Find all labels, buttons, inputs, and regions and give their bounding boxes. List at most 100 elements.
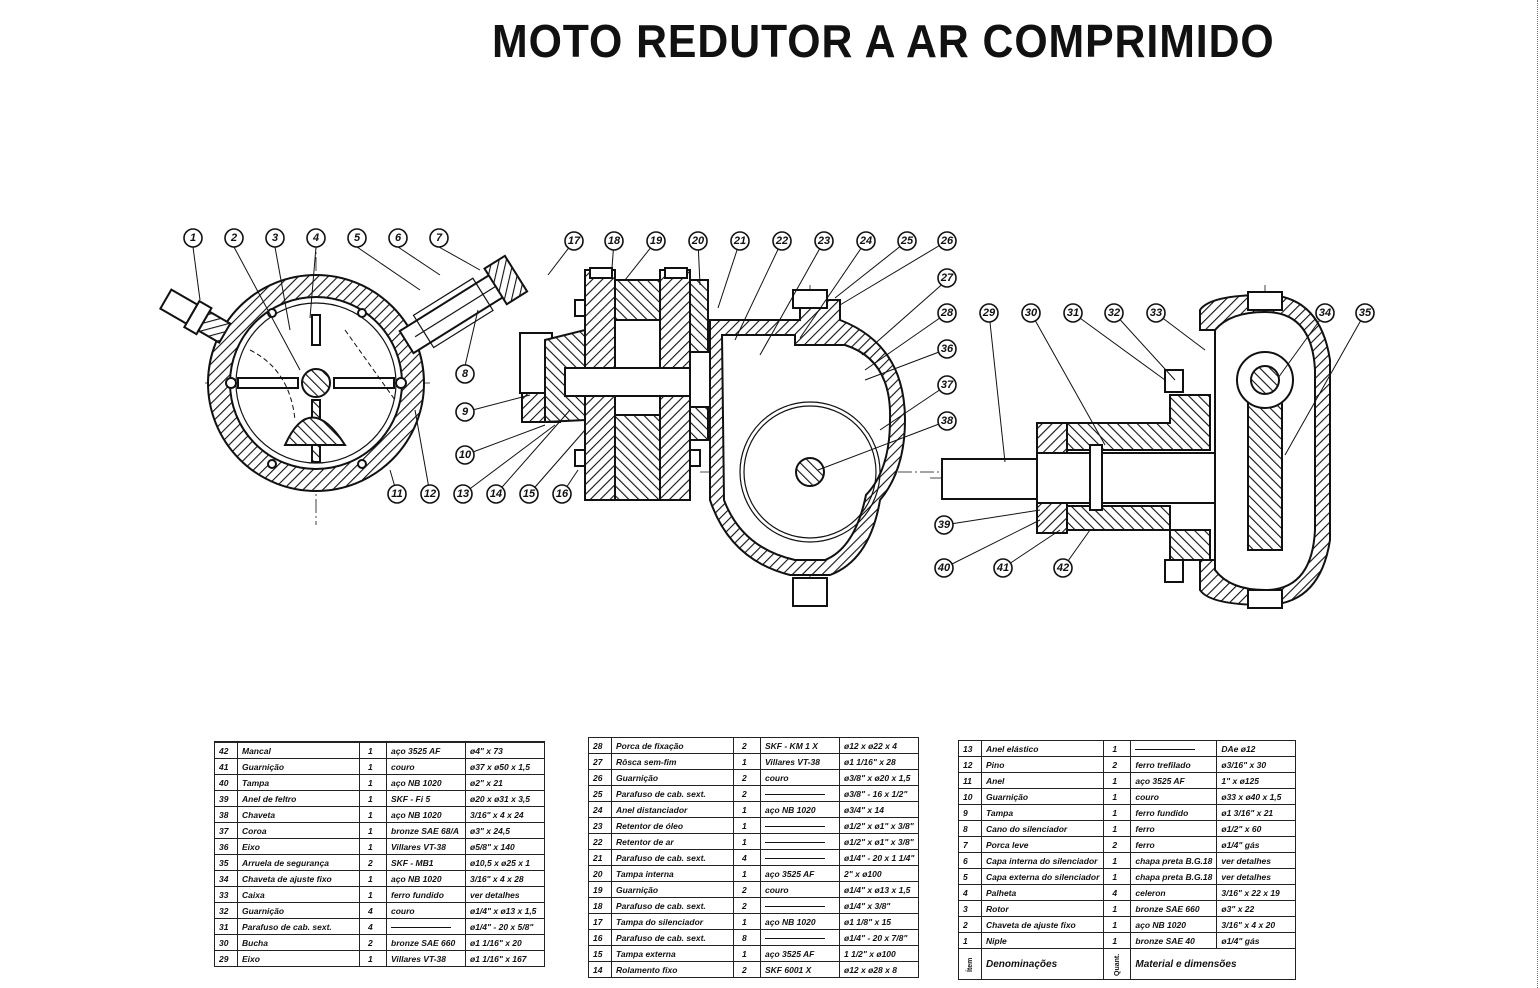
material: SKF - Fi 5 [386,790,466,807]
material: couro [760,769,840,786]
svg-text:26: 26 [940,235,954,247]
dimensions: ø1/4" gás [1216,836,1297,853]
quantity: 1 [1103,772,1132,789]
svg-text:33: 33 [1150,307,1162,319]
leader-lines [192,240,1366,569]
quantity: 2 [733,785,761,802]
quantity: 2 [733,769,761,786]
svg-text:24: 24 [859,235,872,247]
material: aço NB 1020 [386,774,466,791]
quantity: 1 [359,838,387,855]
item-number: 39 [214,790,238,807]
quantity: 1 [733,865,761,882]
material: aço NB 1020 [760,913,840,930]
quantity: 1 [359,774,387,791]
callout-15: 15 [519,484,539,504]
svg-text:32: 32 [1108,307,1120,319]
item-number: 2 [958,916,982,933]
item-number: 14 [588,961,612,978]
dimensions: ø37 x ø50 x 1,5 [465,758,545,775]
item-number: 34 [214,870,238,887]
svg-text:5: 5 [354,232,361,244]
page-edge-line [1537,0,1538,988]
callout-40: 40 [934,558,954,578]
material [760,785,840,802]
quantity: 2 [1103,836,1132,853]
dimensions: ver detalhes [465,886,545,903]
item-number: 13 [958,740,982,757]
item-number: 16 [588,929,612,946]
dimensions: ver detalhes [1216,868,1297,885]
part-name: Porca de fixação [611,737,734,754]
item-number: 6 [958,852,982,869]
svg-text:34: 34 [1319,307,1331,319]
part-name: Rotor [980,900,1105,917]
material [760,929,840,946]
callout-39: 39 [934,515,954,535]
callout-41: 41 [993,558,1013,578]
svg-text:16: 16 [556,488,569,500]
output-section-view [930,285,1331,610]
svg-text:8: 8 [462,368,469,380]
part-name: Mancal [237,741,360,759]
callout-21: 21 [730,231,750,251]
callout-23: 23 [814,231,834,251]
item-number: 31 [214,918,238,935]
part-name: Tampa do silenciador [611,913,734,930]
callout-37: 37 [937,375,957,395]
material: couro [386,902,466,919]
dimensions: ø1/4" - 20 x 5/8" [465,918,545,935]
blank-line [765,937,825,939]
quantity: 2 [733,897,761,914]
dimensions: ø3/8" x ø20 x 1,5 [838,769,920,786]
item-number: 21 [588,849,612,866]
part-name: Tampa externa [611,945,734,962]
quantity: 1 [733,945,761,962]
part-name: Palheta [980,884,1105,901]
dimensions: ø33 x ø40 x 1,5 [1216,788,1297,805]
header-quantity: Quant. [1103,948,1131,980]
item-number: 1 [958,932,982,949]
material [760,897,840,914]
svg-text:42: 42 [1056,562,1069,574]
item-number: 24 [588,801,612,818]
quantity: 8 [733,929,761,946]
page-title: MOTO REDUTOR A AR COMPRIMIDO [492,15,1275,67]
svg-text:15: 15 [523,488,536,500]
callout-26: 26 [937,231,957,251]
part-name: Parafuso de cab. sext. [611,785,734,802]
material: couro [760,881,840,898]
svg-text:4: 4 [312,232,319,244]
svg-text:3: 3 [272,232,278,244]
svg-text:12: 12 [424,488,436,500]
svg-text:40: 40 [937,562,951,574]
callout-9: 9 [455,402,475,422]
item-number: 30 [214,934,238,951]
part-name: Chaveta [237,806,360,823]
header-material: Material e dimensões [1130,948,1297,980]
part-name: Arruela de segurança [237,854,360,871]
part-name: Cano do silenciador [980,820,1105,837]
dimensions: 1" x ø125 [1216,772,1297,789]
item-number: 36 [214,838,238,855]
blank-line [765,793,825,795]
assembly-drawing: 1 2 3 4 5 6 7 8 9 10 11 12 13 14 15 16 1… [158,228,1375,610]
item-number: 4 [958,884,982,901]
part-name: Anel elástico [980,740,1105,757]
svg-text:6: 6 [395,232,402,244]
material: ferro fundido [386,886,466,903]
svg-text:35: 35 [1359,307,1372,319]
